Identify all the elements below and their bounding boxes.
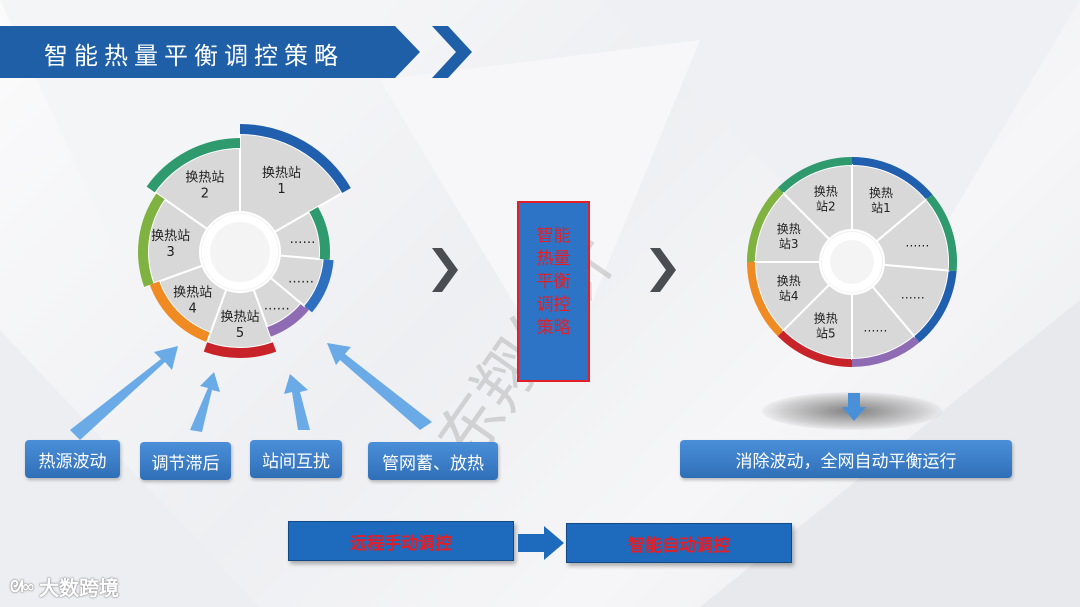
station-ring-band	[747, 187, 784, 262]
station-ring-band	[149, 281, 211, 343]
station-segment	[781, 283, 853, 361]
station-segment	[781, 163, 853, 241]
station-ring-band	[852, 336, 920, 367]
station-ring-band	[267, 303, 309, 337]
station-ring-band	[203, 342, 277, 358]
factor-station-interference: 站间互扰	[250, 440, 342, 478]
strategy-box: 智能热量平衡调控策略	[517, 201, 590, 382]
factor-regulation-lag: 调节滞后	[140, 442, 231, 480]
station-ring-band	[926, 194, 957, 272]
factor-pipe-storage: 管网蓄、放热	[368, 442, 498, 480]
station-ring-band	[747, 262, 784, 337]
station-ring-band	[240, 124, 351, 193]
station-ring-band	[138, 193, 165, 287]
station-ring-band	[777, 157, 852, 194]
station-label: ……	[264, 298, 290, 313]
strategy-text: 智能热量平衡调控策略	[536, 226, 571, 338]
station-label: 换热站4	[777, 274, 801, 303]
mode-auto: 智能自动调控	[566, 523, 792, 563]
station-segment	[851, 163, 928, 243]
brand-logo: ᘛ∞ 大数跨境	[10, 576, 119, 600]
station-segment	[871, 263, 950, 338]
station-label: 换热站3	[777, 222, 801, 251]
factor-heat-source-fluctuation: 热源波动	[25, 440, 120, 478]
station-ring-band	[914, 270, 957, 343]
station-ring-band	[309, 207, 330, 260]
station-label: ……	[289, 232, 315, 247]
station-segment	[252, 276, 303, 329]
title-banner: 智能热量平衡调控策略	[0, 26, 420, 78]
station-label: 换热站2	[814, 185, 838, 214]
station-ring-band	[304, 259, 334, 313]
station-segment	[851, 285, 916, 361]
station-label: 换热站5	[814, 311, 838, 340]
logo-icon: ᘛ∞	[10, 576, 35, 596]
ring-center-inner	[830, 240, 874, 284]
right-station-ring: 换热站1 换热站2 换热站3 换热站4 换热站5 …… …… ……	[747, 157, 957, 367]
station-label: ……	[905, 235, 929, 249]
station-ring-band	[777, 330, 852, 367]
station-label: ……	[901, 288, 925, 302]
station-label: 换热站1	[869, 186, 893, 215]
page-title: 智能热量平衡调控策略	[44, 42, 344, 70]
station-ring-band	[146, 138, 240, 193]
station-segment	[205, 288, 275, 349]
station-label: ……	[863, 320, 887, 334]
station-label: ……	[288, 271, 314, 286]
station-ring-band	[852, 157, 933, 200]
result-box: 消除波动，全网自动平衡运行	[680, 440, 1012, 478]
ring-center-inner	[210, 222, 270, 282]
mode-manual: 远程手动调控	[288, 521, 514, 561]
